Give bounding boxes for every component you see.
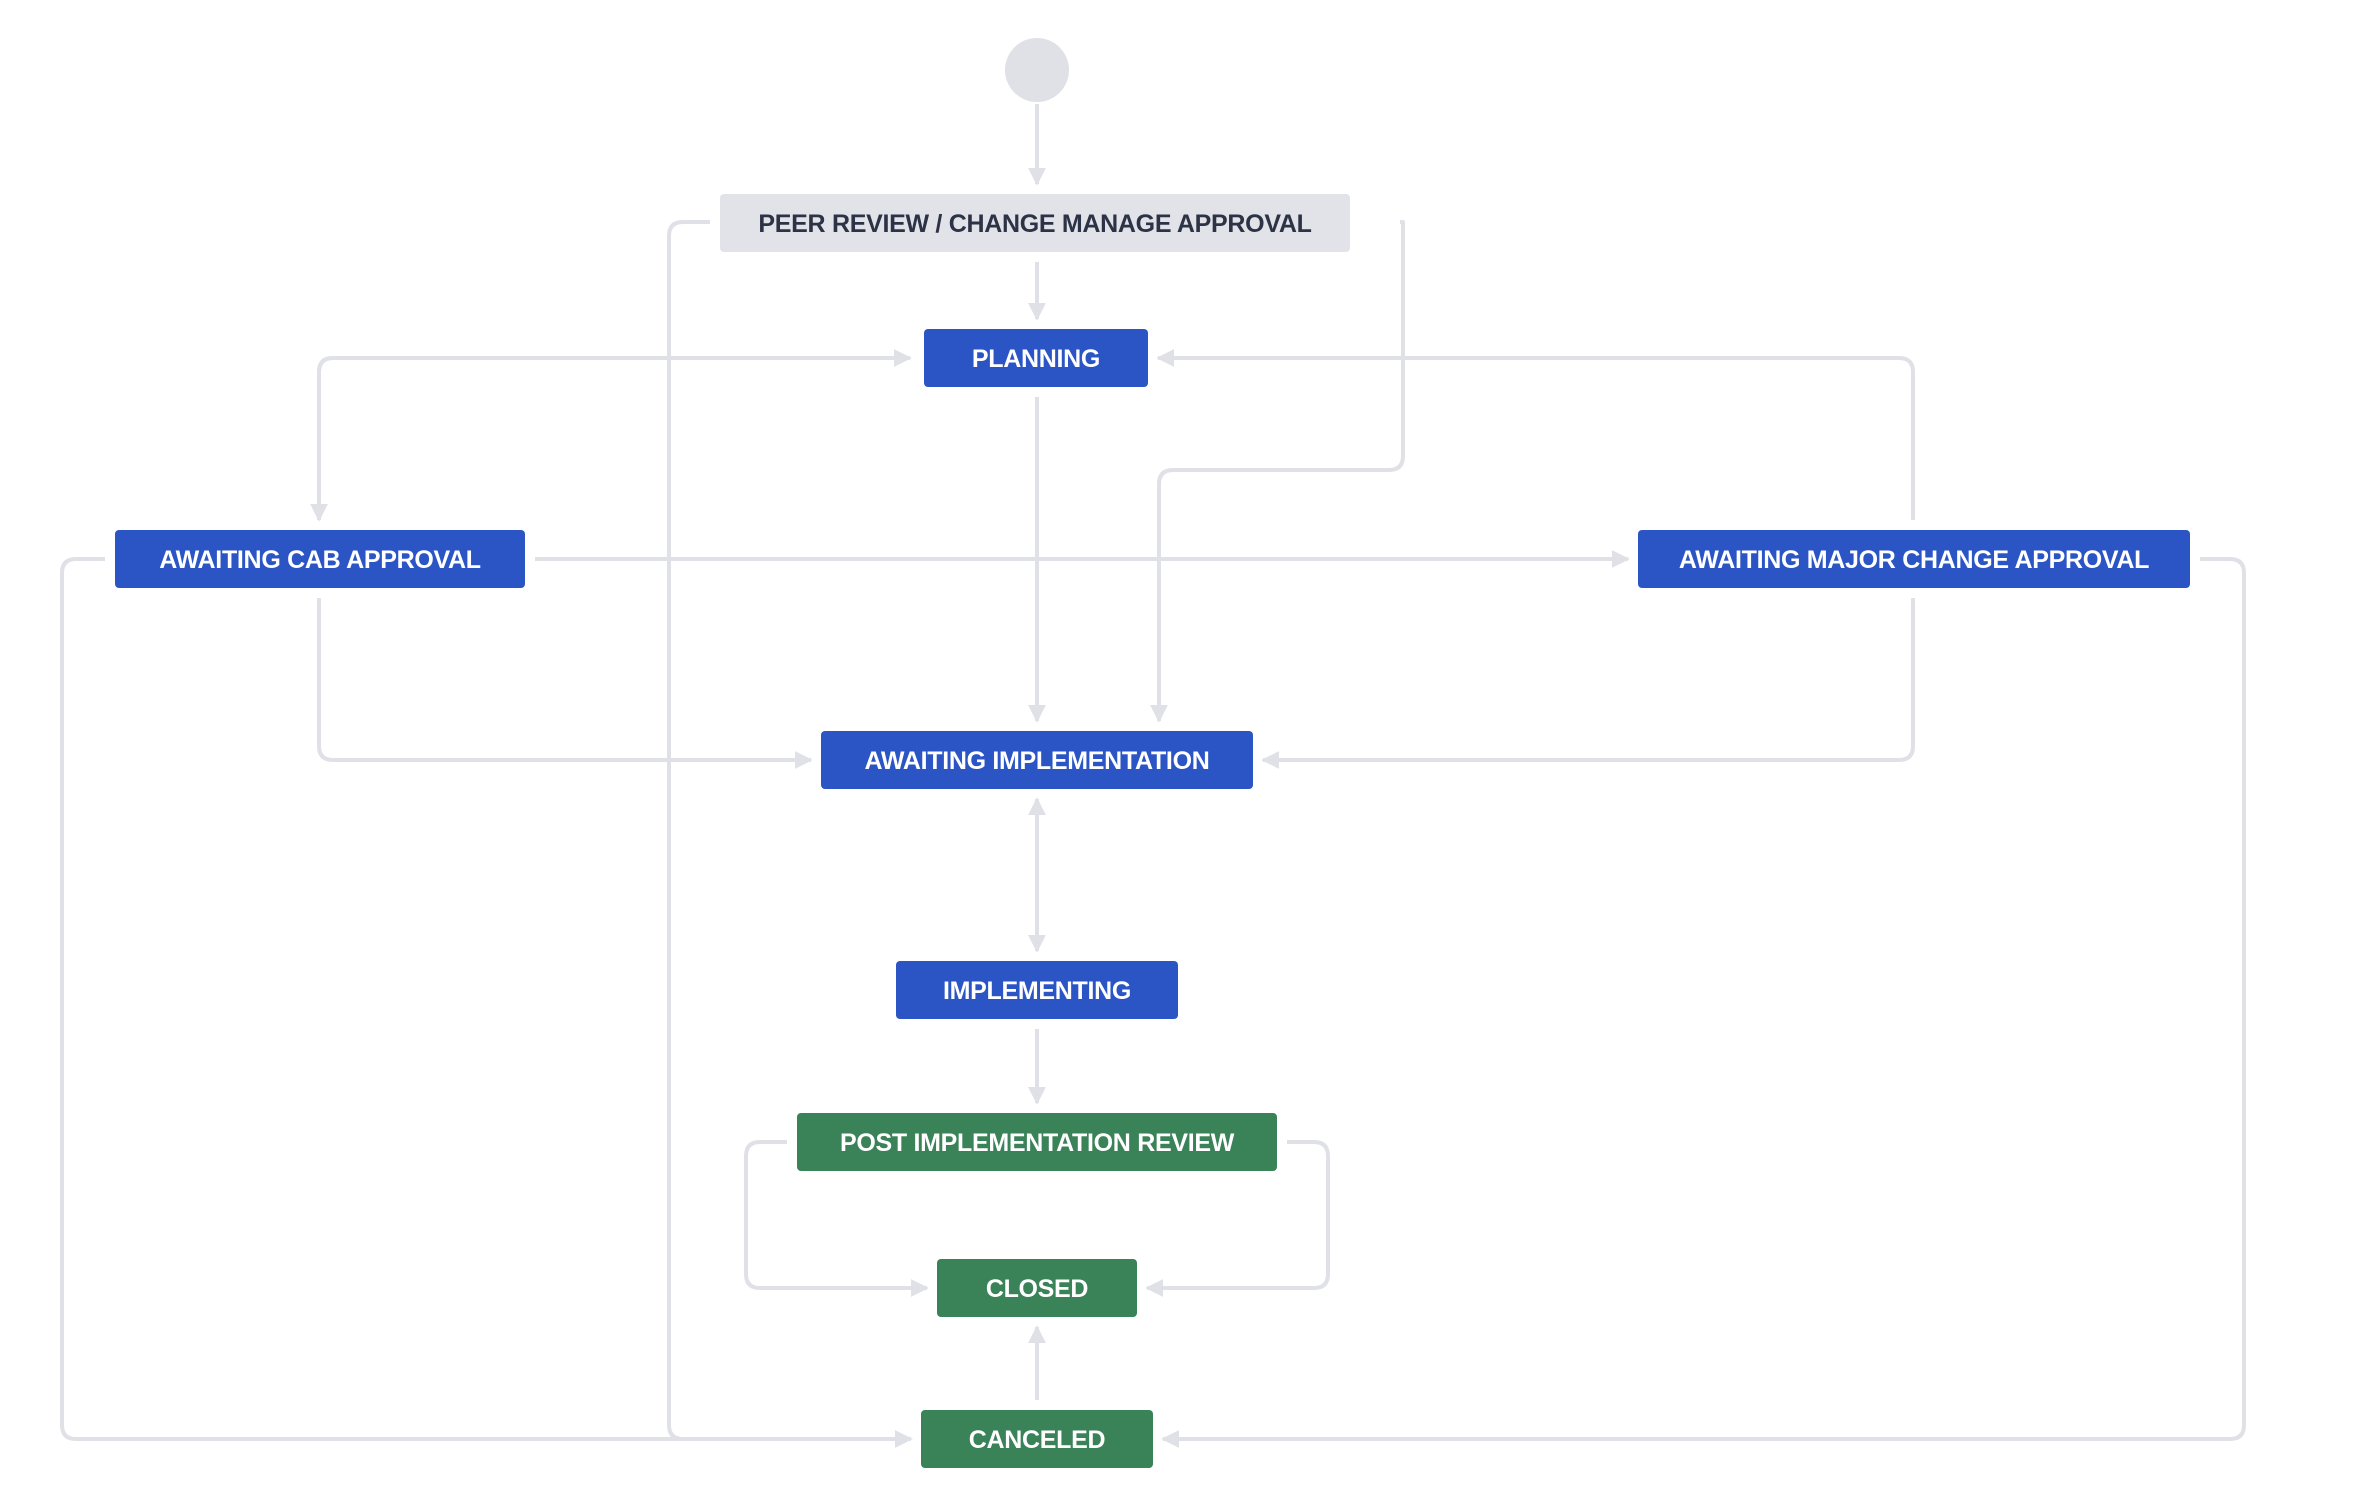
status-node-implementing[interactable]: IMPLEMENTING xyxy=(896,961,1178,1019)
status-box xyxy=(921,1410,1153,1468)
status-label: POST IMPLEMENTATION REVIEW xyxy=(840,1129,1235,1157)
status-box xyxy=(115,530,525,588)
status-box xyxy=(937,1259,1137,1317)
status-box xyxy=(720,194,1350,252)
status-box xyxy=(1638,530,2190,588)
transition-pir-to-closed xyxy=(1145,1140,1330,1297)
status-label: PLANNING xyxy=(972,345,1100,373)
transition-major-to-canceled-right xyxy=(1161,557,2246,1448)
start-node-group xyxy=(1005,38,1069,102)
transition-peer-to-awaiting_impl xyxy=(1150,220,1405,723)
status-node-planning[interactable]: PLANNING xyxy=(924,329,1148,387)
status-node-peer[interactable]: PEER REVIEW / CHANGE MANAGE APPROVAL xyxy=(720,194,1350,252)
status-label: PEER REVIEW / CHANGE MANAGE APPROVAL xyxy=(758,210,1311,238)
status-label: AWAITING CAB APPROVAL xyxy=(159,546,481,574)
status-node-pir[interactable]: POST IMPLEMENTATION REVIEW xyxy=(797,1113,1277,1171)
transition-peer-to-canceled xyxy=(667,220,913,1448)
status-box xyxy=(797,1113,1277,1171)
status-nodes: PEER REVIEW / CHANGE MANAGE APPROVAL PLAN… xyxy=(115,194,2190,1468)
transition-cab-to-planning xyxy=(317,349,912,520)
status-node-canceled[interactable]: CANCELED xyxy=(921,1410,1153,1468)
transition-implementing-to-pir xyxy=(744,1140,929,1297)
status-box xyxy=(821,731,1253,789)
transition-cab-to-canceled xyxy=(60,557,913,1448)
status-label: AWAITING IMPLEMENTATION xyxy=(865,747,1210,775)
status-box xyxy=(896,961,1178,1019)
start-node[interactable] xyxy=(1005,38,1069,102)
status-label: AWAITING MAJOR CHANGE APPROVAL xyxy=(1679,546,2149,574)
status-node-awaiting-impl[interactable]: AWAITING IMPLEMENTATION xyxy=(821,731,1253,789)
transition-major-to-planning xyxy=(1156,349,1915,520)
transition-major-to-awaiting_impl xyxy=(1261,598,1915,769)
status-label: CLOSED xyxy=(986,1275,1088,1303)
status-node-major[interactable]: AWAITING MAJOR CHANGE APPROVAL xyxy=(1638,530,2190,588)
transition-cab-to-awaiting_impl xyxy=(317,598,813,769)
transition-lines xyxy=(60,104,2246,1448)
status-label: IMPLEMENTING xyxy=(943,977,1131,1005)
status-label: CANCELED xyxy=(969,1426,1106,1454)
status-node-cab[interactable]: AWAITING CAB APPROVAL xyxy=(115,530,525,588)
transition-planning-to-cab xyxy=(310,356,910,522)
status-box xyxy=(924,329,1148,387)
status-node-closed[interactable]: CLOSED xyxy=(937,1259,1137,1317)
